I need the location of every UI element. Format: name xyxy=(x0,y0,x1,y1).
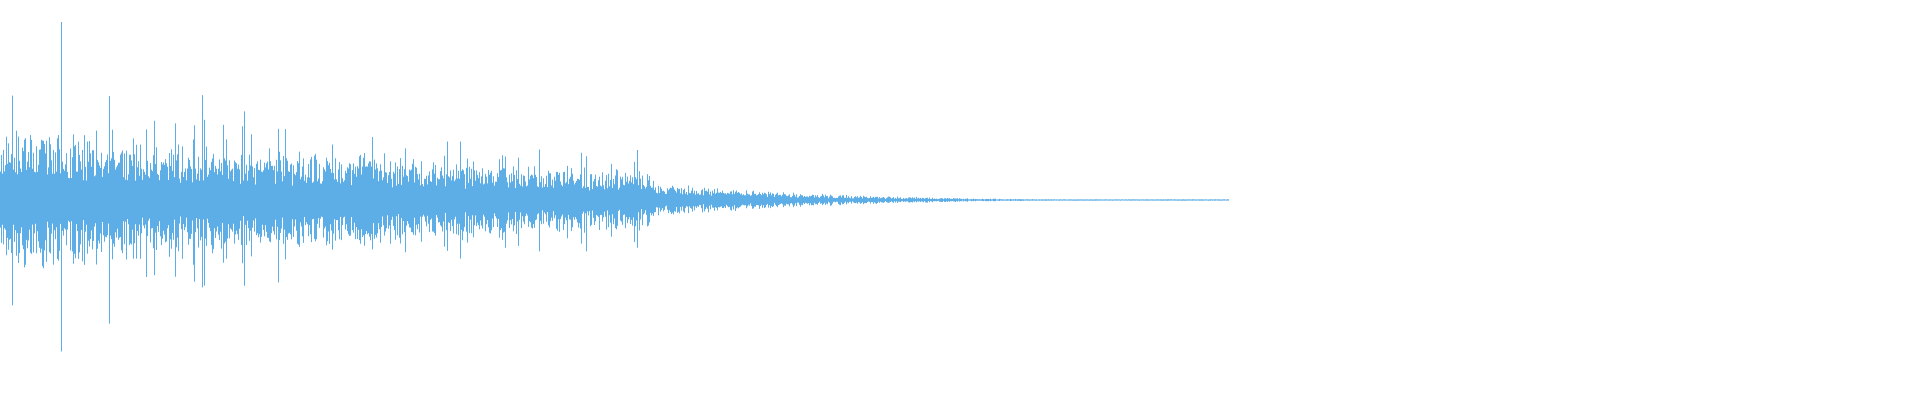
waveform-samples xyxy=(0,22,1229,352)
waveform-trace xyxy=(0,22,1229,352)
